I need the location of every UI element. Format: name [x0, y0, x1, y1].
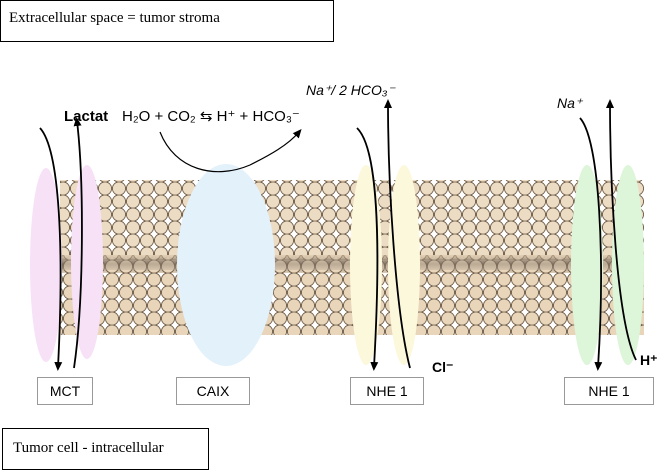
nhe1-right-na-arrow	[579, 117, 603, 371]
intracellular-label: Tumor cell - intracellular	[2, 428, 209, 470]
nhe1-transporter-left	[350, 165, 420, 365]
caix-reaction-equation: H₂O + CO₂ ⇆ H⁺ + HCO₃⁻	[122, 108, 300, 125]
na-plus-label: Na⁺	[557, 95, 584, 111]
nhe1-right-h-arrow	[606, 99, 637, 361]
cl-minus-label: Cl⁻	[432, 359, 453, 375]
na-hco3-label: Na⁺/ 2 HCO₃⁻	[306, 82, 396, 98]
mct-label: MCT	[37, 377, 93, 405]
mct-efflux-arrow	[39, 127, 63, 371]
lactat-label: Lactat	[64, 108, 108, 125]
extracellular-space-label: Extracellular space = tumor stroma	[0, 0, 334, 42]
nhe1-label-right: NHE 1	[564, 377, 654, 405]
nhe1-left-hco3-arrow	[384, 99, 411, 369]
caix-label: CAIX	[176, 377, 250, 405]
h-plus-label: H⁺	[640, 352, 658, 368]
caix-enzyme	[177, 164, 275, 366]
mct-influx-arrow	[73, 117, 83, 369]
nhe1-label-left: NHE 1	[350, 377, 424, 405]
caix-reaction-arc	[159, 128, 302, 173]
nhe1-transporter-right	[571, 165, 644, 365]
nhe1-left-cl-arrow	[356, 127, 379, 371]
